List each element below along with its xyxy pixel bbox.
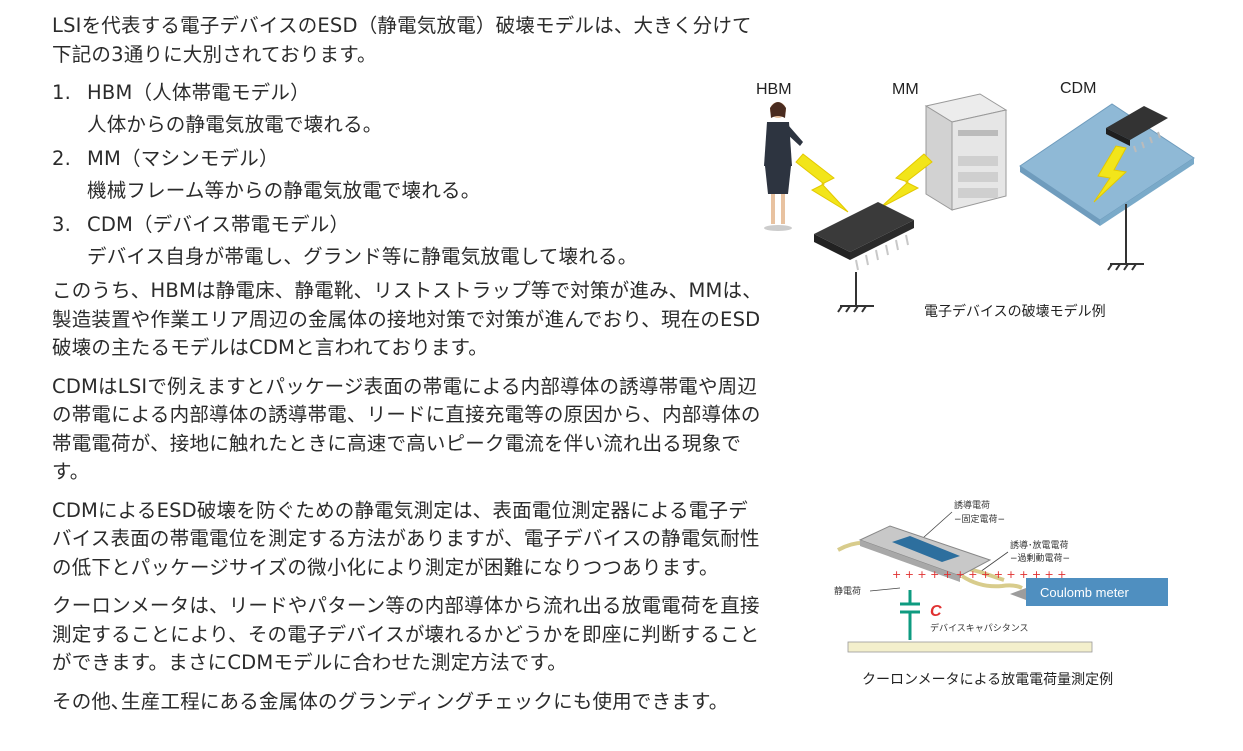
ground-icon	[1107, 204, 1144, 271]
svg-text:+ + + + + + + + + + + + + +: + + + + + + + + + + + + + +	[892, 568, 1067, 581]
coulomb-meter-label: Coulomb meter	[1040, 585, 1130, 600]
body-paragraph: クーロンメータは、リードやパターン等の内部導体から流れ出る放電電荷を直接測定する…	[52, 594, 760, 674]
figure1-caption: 電子デバイスの破壊モデル例	[924, 303, 1106, 320]
list-title: MM（マシンモデル）	[87, 147, 279, 170]
cdm-chip	[1106, 106, 1168, 153]
list-description: 機械フレーム等からの静電気放電で壊れる。	[87, 178, 481, 202]
cdm-lightning-icon	[1093, 145, 1128, 203]
list-item: 1. HBM（人体帯電モデル） 人体からの静電気放電で壊れる。	[52, 79, 764, 139]
device-capacitance-label: デバイスキャパシタンス	[930, 622, 1029, 634]
fixed-charge-label: −固定電荷−	[954, 513, 1005, 525]
person-figure	[764, 102, 803, 231]
capacitor-icon	[900, 590, 920, 640]
list-title: HBM（人体帯電モデル）	[87, 81, 310, 104]
excess-charge-label: −過剰動電荷−	[1010, 552, 1070, 564]
article-text: LSIを代表する電子デバイスのESD（静電気放電）破壊モデルは、大きく分けて下記…	[52, 12, 764, 726]
mm-lightning-icon	[879, 153, 933, 209]
figure2-caption: クーロンメータによる放電電荷量測定例	[862, 672, 1113, 688]
capacitance-symbol: C	[930, 603, 942, 620]
list-number: 3.	[52, 213, 72, 236]
body-paragraph: CDMはLSIで例えますとパッケージ表面の帯電による内部導体の誘導帯電や周辺の帯…	[52, 374, 761, 484]
coulomb-meter-probe	[1010, 588, 1026, 600]
list-item: 2. MM（マシンモデル） 機械フレーム等からの静電気放電で壊れる。	[52, 145, 764, 205]
body-paragraph: このうち、HBMは静電床、静電靴、リストストラップ等で対策が進み、MMは、製造装…	[52, 279, 762, 359]
list-title: CDM（デバイス帯電モデル）	[87, 213, 350, 236]
induced-charge-label: 誘導電荷	[954, 499, 990, 511]
list-description: 人体からの静電気放電で壊れる。	[87, 112, 383, 136]
hbm-lightning-icon	[795, 153, 849, 213]
body-paragraph: CDMによるESD破壊を防ぐための静電気測定は、表面電位測定器による電子デバイス…	[52, 498, 760, 579]
device-package	[837, 525, 1023, 590]
coulomb-meter-figure: 誘導電荷 −固定電荷− 誘導･放電電荷 −過剰動電荷− + + + + + + …	[834, 499, 1168, 688]
intro-paragraph: LSIを代表する電子デバイスのESD（静電気放電）破壊モデルは、大きく分けて下記…	[52, 14, 752, 66]
ground-plate	[847, 641, 1093, 653]
body-paragraph: その他､生産工程にある金属体のグランディングチェックにも使用できます。	[52, 689, 729, 713]
machine-figure	[924, 93, 1008, 211]
coulomb-meter-box	[1026, 578, 1168, 606]
list-description: デバイス自身が帯電し、グランド等に静電気放電して壊れる。	[87, 244, 638, 268]
list-item: 3. CDM（デバイス帯電モデル） デバイス自身が帯電し、グランド等に静電気放電し…	[52, 211, 764, 271]
cdm-label: CDM	[1060, 80, 1096, 97]
esd-model-figure: HBM MM CDM	[756, 80, 1195, 320]
list-number: 1.	[52, 81, 72, 104]
hbm-label: HBM	[756, 81, 792, 98]
ground-icon	[837, 272, 874, 313]
mm-label: MM	[892, 81, 919, 98]
model-list: 1. HBM（人体帯電モデル） 人体からの静電気放電で壊れる。 2. MM（マシンモ…	[52, 79, 764, 271]
list-number: 2.	[52, 147, 72, 170]
induced-discharge-label: 誘導･放電電荷	[1010, 539, 1069, 551]
static-charge-label: 静電荷	[834, 585, 861, 597]
device-chip	[814, 202, 914, 271]
